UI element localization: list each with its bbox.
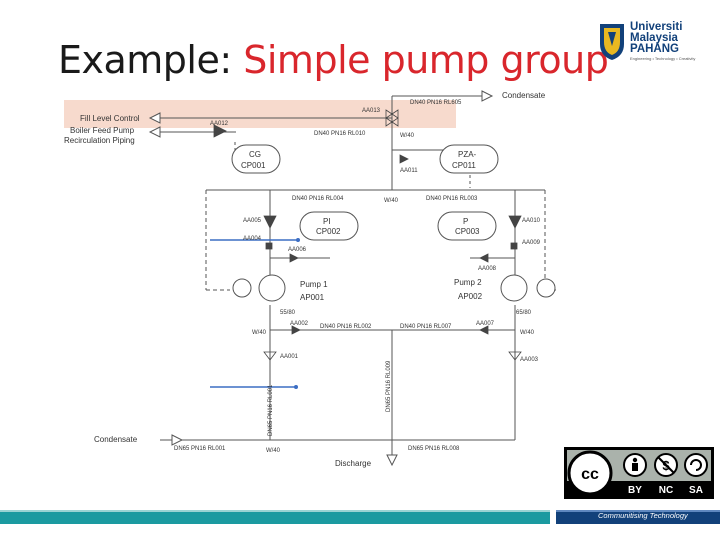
cc-icon [567, 450, 613, 496]
label-pump1-tag: AP001 [300, 293, 325, 302]
valve-aa012 [213, 124, 227, 138]
label-aa001: AA001 [280, 354, 299, 360]
footer-text: Communitising Technology [598, 511, 688, 520]
label-dn40-h2: DN40 PN16 RL007 [400, 324, 452, 330]
label-boiler-feed: Boiler Feed Pump [70, 126, 135, 135]
arrow-condensate-in [171, 434, 184, 446]
label-pump2-tag: AP002 [458, 292, 483, 301]
label-aa010: AA010 [522, 218, 541, 224]
pump-1-symbol [258, 274, 286, 302]
valve-aa013 [385, 109, 399, 127]
label-cg: CG [249, 150, 261, 159]
cc-text: cc [581, 466, 599, 483]
title-accent: Simple pump group [243, 38, 609, 82]
label-aa013: AA013 [362, 108, 381, 114]
by-label: BY [628, 485, 642, 496]
annotation-dot-1 [296, 238, 300, 242]
label-pi-tag: CP002 [316, 227, 341, 236]
label-fill-level: Fill Level Control [80, 114, 140, 123]
instrument-pi [299, 211, 359, 241]
label-dn40-right: DN40 PN16 RL003 [426, 196, 478, 202]
label-dn40-h1: DN40 PN16 RL002 [320, 324, 372, 330]
sa-share-alike-icon [684, 453, 708, 477]
valve-aa010 [508, 215, 522, 229]
valve-aa007 [479, 325, 489, 335]
check-valve-1 [265, 242, 273, 250]
label-pza-tag: CP011 [452, 161, 476, 170]
logo-tagline: Engineering • Technology • Creativity [630, 56, 696, 61]
label-p: P [463, 217, 468, 226]
label-dn40-top: DN40 PN16 RL605 [410, 100, 462, 106]
motor-1-symbol [232, 278, 252, 298]
label-pump1: Pump 1 [300, 280, 328, 289]
pump-2-symbol [500, 274, 528, 302]
logo-line1: Universiti [630, 21, 683, 33]
valve-aa002 [291, 325, 301, 335]
label-size-left: 55/80 [280, 310, 296, 316]
label-cg-tag: CP001 [241, 161, 266, 170]
label-dn65-b1: DN65 PN16 RL001 [174, 446, 226, 452]
label-w40-left: W/40 [252, 330, 267, 336]
footer-stripe-left [0, 510, 550, 524]
label-recirculation: Recirculation Piping [64, 136, 135, 145]
label-dn40-left: DN40 PN16 RL004 [292, 196, 344, 202]
logo-line2: Malaysia [630, 32, 678, 44]
logo-text: Universiti Malaysia PAHANG [630, 21, 683, 55]
check-valve-2 [510, 242, 518, 250]
valve-aa001 [263, 351, 277, 361]
arrow-recirculation [148, 126, 161, 138]
label-aa012: AA012 [210, 121, 229, 127]
university-logo: Universiti Malaysia PAHANG Engineering •… [598, 20, 718, 68]
valve-aa003 [508, 351, 522, 361]
label-aa004: AA004 [243, 236, 262, 242]
label-aa002: AA002 [290, 321, 309, 327]
label-size-right: 65/80 [516, 310, 532, 316]
label-w40-bottom: W/40 [266, 448, 281, 454]
nc-label: NC [659, 485, 673, 496]
valve-aa005 [263, 215, 277, 229]
label-discharge: Discharge [335, 459, 372, 468]
label-dn40-fill: DN40 PN16 RL010 [314, 131, 366, 137]
label-w40-top: W/40 [400, 133, 415, 139]
logo-line3: PAHANG [630, 43, 679, 55]
sa-label: SA [689, 485, 703, 496]
label-aa008: AA008 [478, 266, 497, 272]
arrow-fill-level [148, 112, 161, 124]
instrument-pza [439, 144, 499, 174]
annotation-dot-2 [294, 385, 298, 389]
label-aa006: AA006 [288, 247, 307, 253]
label-w40-mid: W/40 [384, 198, 399, 204]
pump-group-diagram: Fill Level Control Boiler Feed Pump Reci… [64, 90, 556, 468]
label-aa009: AA009 [522, 240, 541, 246]
cc-license-badge[interactable]: cc $ BY NC SA [564, 447, 714, 499]
shield-icon [600, 24, 624, 60]
arrow-condensate-out [481, 90, 494, 102]
label-condensate-bottom: Condensate [94, 435, 138, 444]
instrument-cg [231, 144, 281, 174]
valve-aa011 [399, 154, 409, 164]
label-dn65-b2: DN65 PN16 RL008 [408, 446, 460, 452]
label-aa003: AA003 [520, 357, 539, 363]
footer-stripe-right [556, 510, 720, 524]
valve-aa006 [289, 253, 299, 263]
label-dn65-v1: DN65 PN16 RL001 [268, 384, 274, 436]
valve-aa008 [479, 253, 489, 263]
label-condensate-top: Condensate [502, 91, 546, 100]
motor-2-symbol [536, 278, 556, 298]
instrument-p [437, 211, 497, 241]
label-pi: PI [323, 217, 331, 226]
label-aa005: AA005 [243, 218, 262, 224]
label-aa007: AA007 [476, 321, 495, 327]
title-prefix: Example: [58, 38, 244, 82]
label-pump2: Pump 2 [454, 278, 482, 287]
label-aa011: AA011 [400, 168, 418, 174]
label-pza: PZA- [458, 150, 477, 159]
arrow-discharge [386, 454, 398, 467]
label-p-tag: CP003 [455, 227, 480, 236]
footer-bar [0, 508, 720, 540]
label-w40-right: W/40 [520, 330, 535, 336]
slide-title: Example: Simple pump group [58, 38, 609, 82]
label-dn65-v2: DN65 PN16 RL009 [386, 360, 392, 412]
